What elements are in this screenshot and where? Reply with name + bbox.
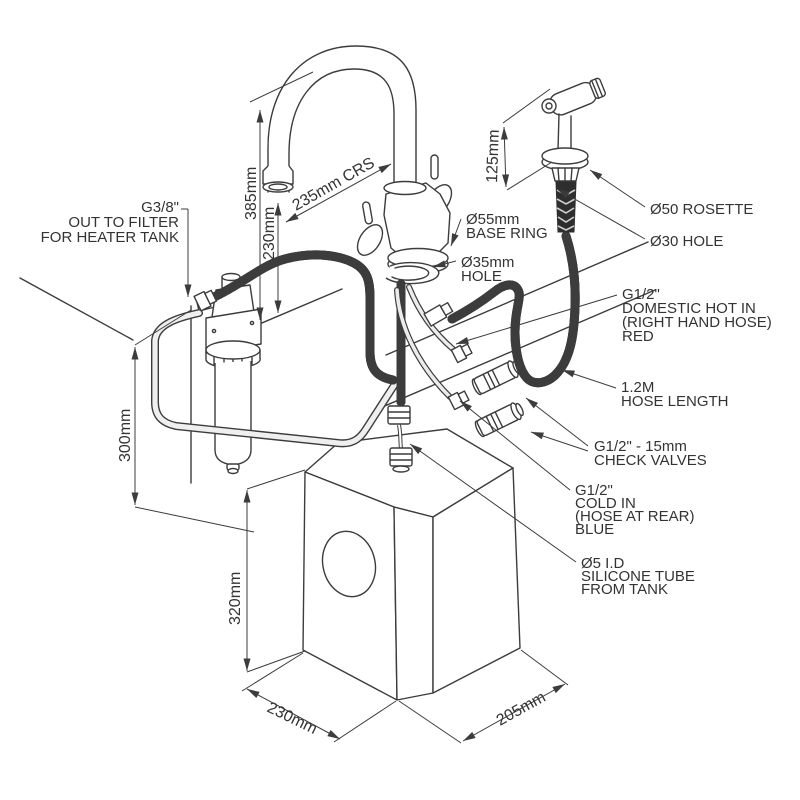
left-handle-pin: [361, 201, 373, 225]
callout-hot-in-line4: RED: [622, 328, 654, 345]
callout-g38: G3/8" OUT TO FILTER FOR HEATER TANK: [41, 199, 180, 246]
callout-hole35-line2: HOLE: [461, 268, 502, 285]
callout-cold-in-line2: COLD IN: [575, 495, 636, 512]
callout-check-valves-line2: CHECK VALVES: [594, 452, 707, 469]
tank-opening: [321, 530, 377, 598]
spray-head: [549, 77, 606, 116]
rosette: [541, 147, 589, 165]
spray-shank: [555, 181, 577, 233]
callout-base-ring-line2: BASE RING: [466, 225, 548, 242]
filter-loop-hose: [151, 309, 399, 448]
callout-rosette: Ø50 ROSETTE: [650, 201, 753, 218]
check-valve-cold: [474, 402, 524, 438]
callout-hose-length-line2: HOSE LENGTH: [621, 393, 729, 410]
callout-base-ring-line1: Ø55mm: [466, 211, 519, 228]
callout-g38-line1: G3/8": [141, 199, 179, 216]
callout-labels: G3/8" OUT TO FILTER FOR HEATER TANK Ø55m…: [41, 199, 772, 598]
callout-cold-in-line4: BLUE: [575, 521, 614, 538]
left-handle: [356, 224, 384, 256]
callout-hot-in-line1: G1/2": [622, 286, 660, 303]
right-handle-pin: [430, 154, 439, 180]
spout-arc-outer: [267, 45, 417, 193]
filter-inlet-nut: [193, 289, 218, 312]
hot-cold-tails: [394, 284, 524, 438]
callout-hose-length-line1: 1.2M: [621, 379, 654, 396]
callout-cold-in-line1: G1/2": [575, 482, 613, 499]
callout-hose-length: 1.2M HOSE LENGTH: [621, 379, 729, 410]
callout-hole35: Ø35mm HOLE: [461, 254, 514, 285]
callout-check-valves-line1: G1/2" - 15mm: [594, 438, 687, 455]
callout-g38-line2: OUT TO FILTER: [68, 214, 179, 231]
callout-silicone-line2: SILICONE TUBE: [581, 568, 695, 585]
callout-silicone-line3: FROM TANK: [581, 581, 668, 598]
callout-silicone-line1: Ø5 I.D: [581, 555, 625, 572]
callout-cold-in: G1/2" COLD IN (HOSE AT REAR) BLUE: [575, 482, 694, 538]
callout-g38-line3: FOR HEATER TANK: [41, 229, 179, 246]
filter-cartridge: [214, 361, 252, 466]
heater-tank: [302, 428, 521, 701]
callout-hot-in: G1/2" DOMESTIC HOT IN (RIGHT HAND HOSE) …: [622, 286, 772, 345]
check-valve-hot: [471, 360, 521, 396]
callout-hot-in-line3: (RIGHT HAND HOSE): [622, 314, 772, 331]
dim-tank-height: 320mm: [227, 572, 244, 625]
spray-hose-connector: [423, 301, 454, 327]
callout-hole30: Ø30 HOLE: [650, 233, 723, 250]
kitchen-mixer-tap: [262, 45, 453, 285]
dim-tank-depth: 205mm: [494, 689, 549, 730]
callout-hole35-line1: Ø35mm: [461, 254, 514, 271]
dim-spray-height: 125mm: [484, 129, 503, 183]
dim-filter-clearance: 300mm: [117, 409, 134, 462]
worktop-edges: [249, 241, 656, 409]
dim-tank-width: 230mm: [264, 699, 319, 738]
water-filter: [195, 272, 262, 475]
dim-arc-height: 385mm: [243, 167, 260, 220]
callout-leaders: [181, 169, 646, 563]
tap-body: [383, 182, 451, 259]
dim-spout-height: 230mm: [261, 207, 278, 260]
callout-check-valves: G1/2" - 15mm CHECK VALVES: [594, 438, 707, 469]
callout-cold-in-line3: (HOSE AT REAR): [575, 508, 694, 525]
callout-hot-in-line2: DOMESTIC HOT IN: [622, 300, 756, 317]
callout-base-ring: Ø55mm BASE RING: [466, 211, 548, 242]
callout-silicone: Ø5 I.D SILICONE TUBE FROM TANK: [581, 555, 695, 598]
silicone-tube-assembly: [387, 405, 413, 473]
dimension-lines: [131, 71, 569, 744]
spout-arc-inner: [288, 68, 395, 193]
mounting-board: [19, 277, 192, 484]
